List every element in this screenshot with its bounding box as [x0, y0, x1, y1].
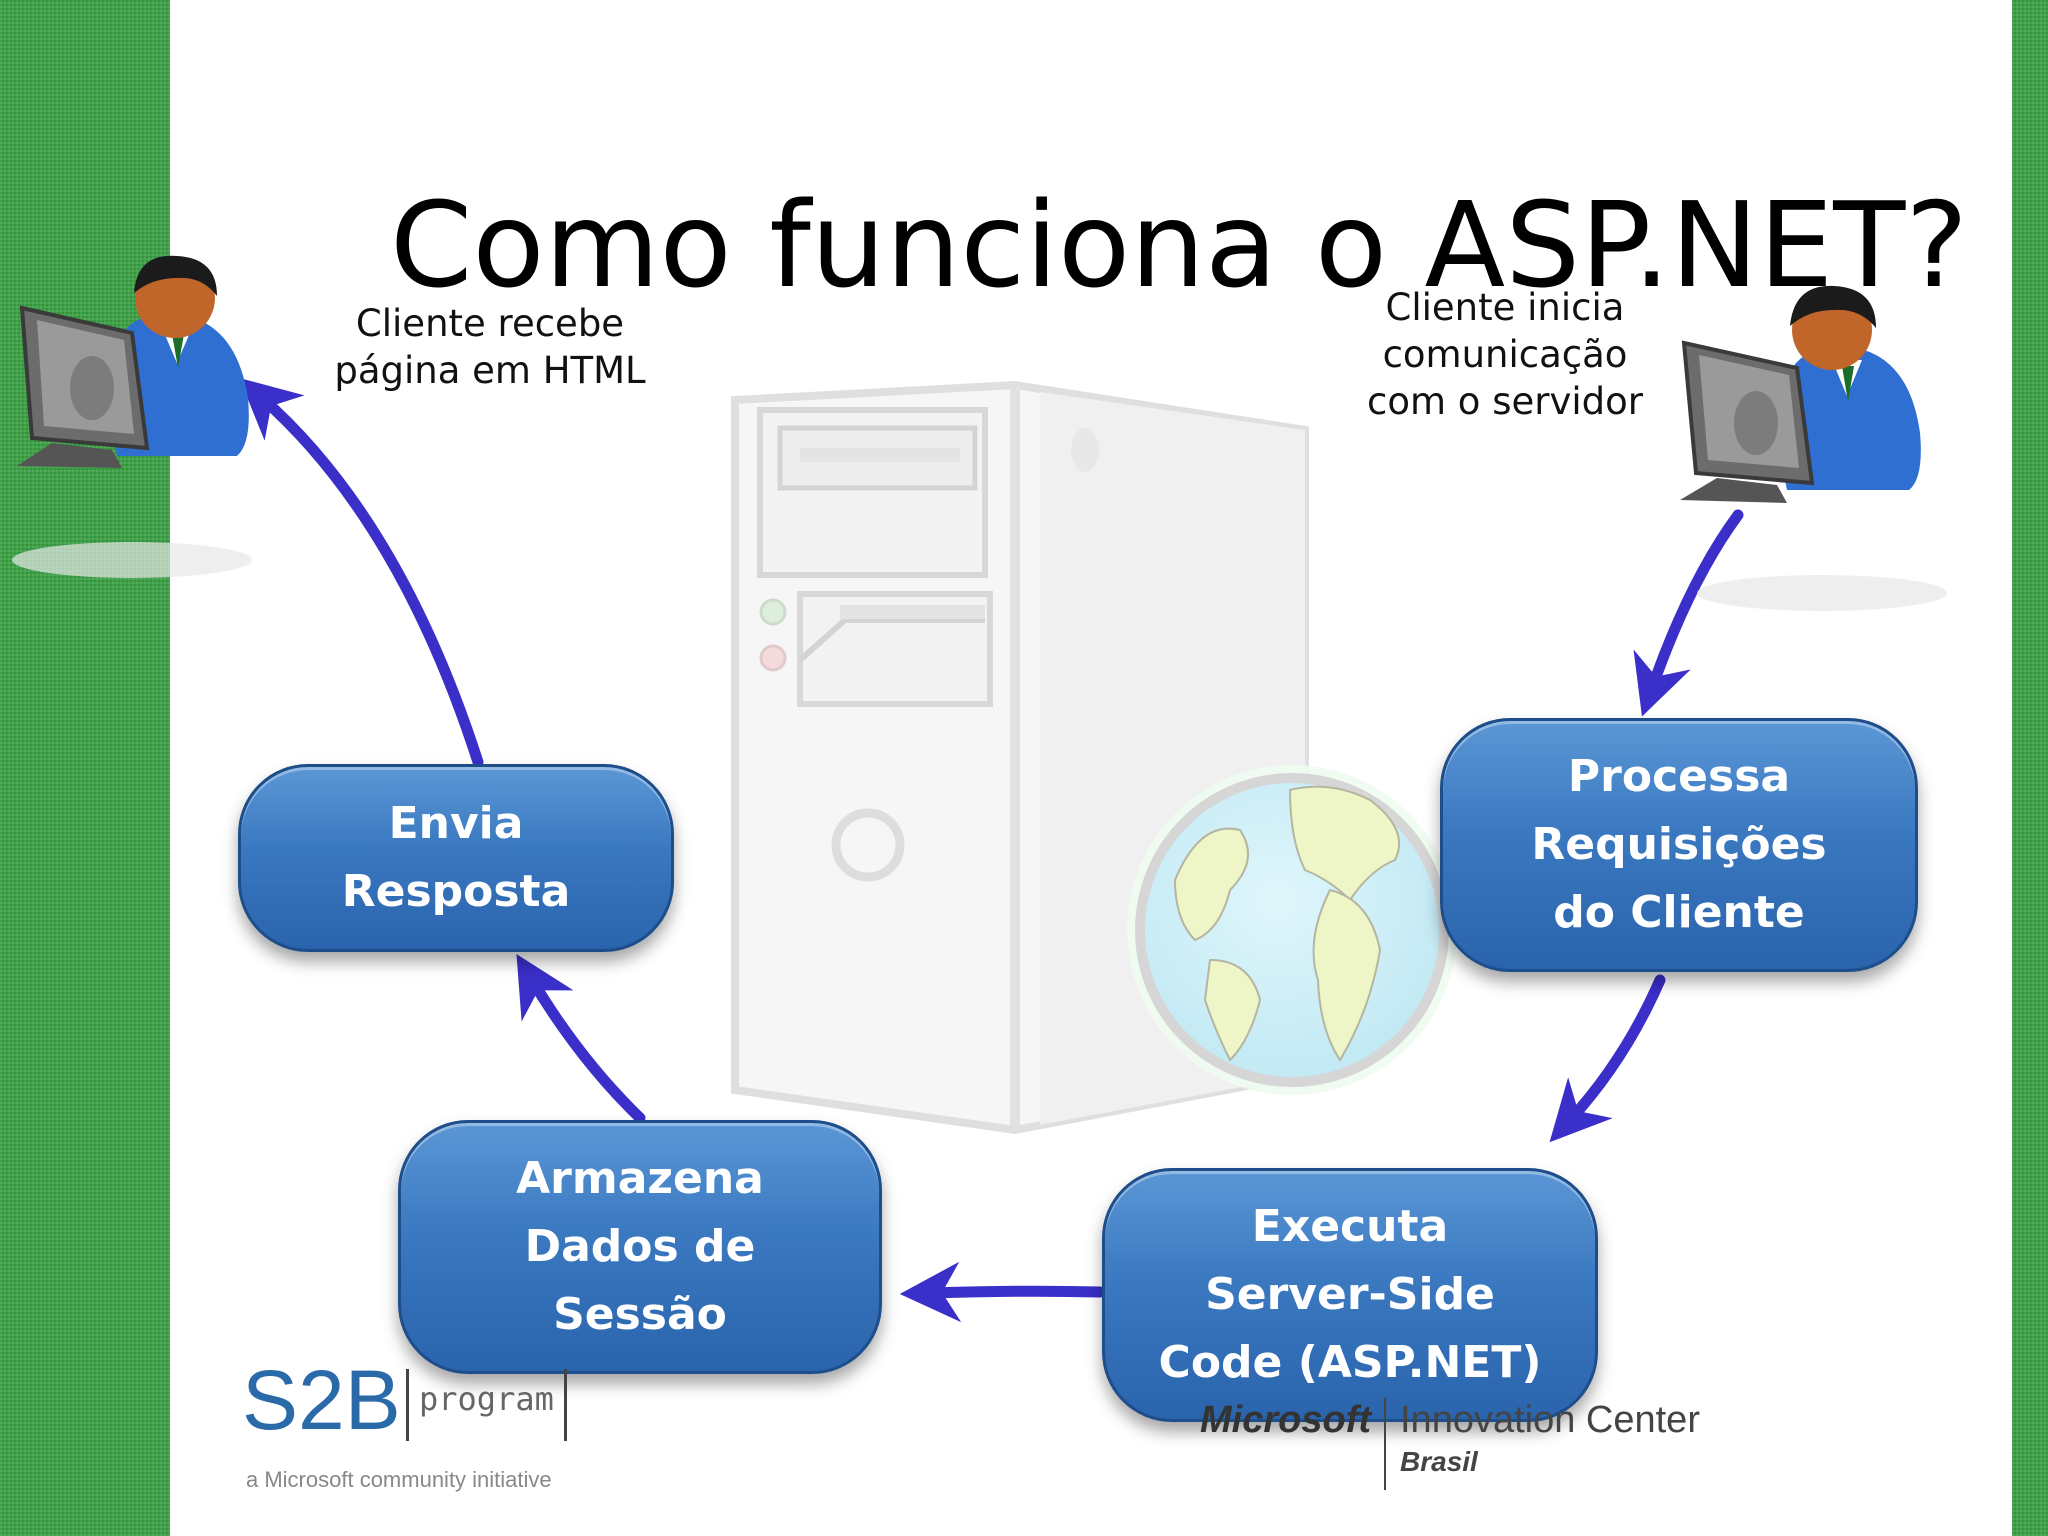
user-computer-icon: [1680, 285, 1947, 611]
s2b-mark: S2B: [242, 1353, 401, 1447]
node-store-session-label: Armazena Dados de Sessão: [516, 1153, 764, 1340]
caption-client-initiates: Cliente inicia comunicação com o servido…: [1367, 286, 1643, 423]
globe-icon: [1127, 765, 1457, 1095]
node-send-response: Envia Resposta: [238, 764, 674, 952]
s2b-logo: S2B program a Microsoft community initia…: [242, 1355, 622, 1505]
node-send-response-label: Envia Resposta: [341, 798, 571, 917]
node-store-session: Armazena Dados de Sessão: [398, 1120, 882, 1374]
arrow-processa-to-executa: [1549, 974, 1666, 1143]
node-execute-code: Executa Server-Side Code (ASP.NET): [1102, 1168, 1598, 1422]
slide-title: Como funciona o ASP.NET?: [390, 176, 1968, 314]
arrow-client-to-processa: [1633, 509, 1744, 717]
microsoft-innovation-center-logo: Microsoft Innovation Center Brasil: [1200, 1398, 1720, 1498]
caption-client-receives: Cliente recebe página em HTML: [334, 302, 646, 392]
green-side-band-left: [0, 0, 170, 1536]
node-process-requests-label: Processa Requisições do Cliente: [1531, 751, 1827, 938]
s2b-tagline: a Microsoft community initiative: [246, 1467, 552, 1492]
arrow-envia-to-client: [239, 377, 484, 768]
msic-brand: Microsoft: [1200, 1399, 1371, 1441]
flow-arrows: [239, 377, 1744, 1323]
user-computer-icon: [12, 255, 252, 578]
green-side-band-right: [2012, 0, 2048, 1536]
msic-name: Innovation Center: [1400, 1399, 1700, 1441]
arrow-executa-to-armazena: [899, 1261, 1106, 1323]
node-process-requests: Processa Requisições do Cliente: [1440, 718, 1918, 972]
arrow-armazena-to-envia: [516, 954, 646, 1124]
s2b-program-label: program: [406, 1369, 567, 1441]
node-execute-code-label: Executa Server-Side Code (ASP.NET): [1158, 1201, 1542, 1388]
msic-divider: [1384, 1398, 1386, 1490]
msic-country: Brasil: [1400, 1446, 1478, 1477]
